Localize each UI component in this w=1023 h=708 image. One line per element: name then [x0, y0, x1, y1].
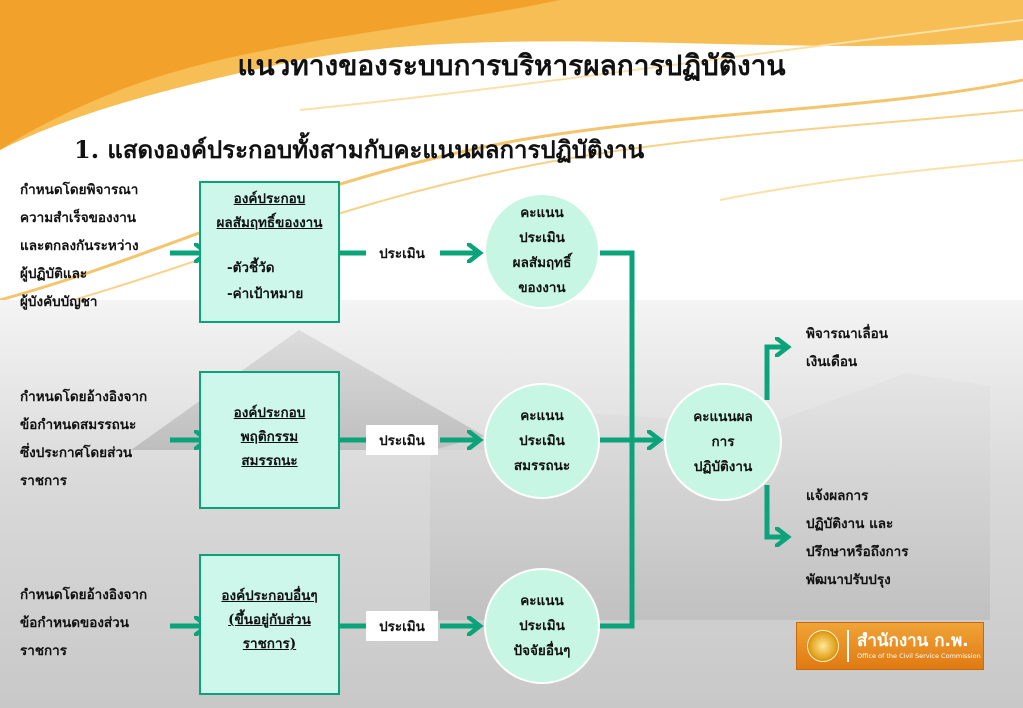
logo-main-text: สำนักงาน ก.พ.: [857, 631, 969, 651]
component-box-competency: องค์ประกอบ พฤติกรรม สมรรถนะ: [199, 371, 340, 509]
outcome-line: ปฏิบัติงาน และ: [806, 516, 894, 532]
circle-line: การ: [711, 433, 735, 450]
row-1-desc-line: และตกลงกันระหว่าง: [20, 238, 139, 254]
row-2-description: กำหนดโดยอ้างอิงจาก ข้อกำหนดสมรรถนะ ซึ่งป…: [20, 383, 170, 495]
circle-line: คะแนน: [520, 205, 564, 221]
score-circle-competency: คะแนน ประเมิน สมรรถนะ: [484, 383, 600, 499]
row-2-desc-line: ซึ่งประกาศโดยส่วน: [20, 445, 133, 461]
circle-line: ประเมิน: [519, 617, 565, 634]
row-3-desc-line: ราชการ: [20, 643, 67, 659]
outcome-line: เงินเดือน: [806, 354, 858, 370]
evaluate-label-1: ประเมิน: [366, 238, 438, 268]
circle-line: สมรรถนะ: [513, 457, 571, 474]
row-1-desc-line: ความสำเร็จของงาน: [20, 210, 137, 226]
evaluate-label-2: ประเมิน: [366, 425, 438, 455]
box-heading-line: ผลสัมฤทธิ์ของงาน: [216, 215, 323, 231]
final-score-circle: คะแนนผล การ ปฏิบัติงาน: [664, 383, 782, 501]
box-heading-line: (ขึ้นอยู่กับส่วน: [228, 612, 311, 628]
row-1-desc-line: กำหนดโดยพิจารณา: [20, 182, 139, 198]
row-3-desc-line: กำหนดโดยอ้างอิงจาก: [20, 587, 148, 603]
component-box-other: องค์ประกอบอื่นๆ (ขึ้นอยู่กับส่วน ราชการ): [199, 554, 340, 695]
logo-text: สำนักงาน ก.พ. Office of the Civil Servic…: [857, 631, 981, 661]
outcome-line: พิจารณาเลื่อน: [806, 326, 888, 342]
box-item: -ค่าเป้าหมาย: [227, 286, 304, 302]
component-box-achievement: องค์ประกอบ ผลสัมฤทธิ์ของงาน -ตัวชี้วัด -…: [199, 181, 340, 323]
row-1-description: กำหนดโดยพิจารณา ความสำเร็จของงาน และตกลง…: [20, 176, 170, 316]
box-item: -ตัวชี้วัด: [227, 260, 275, 276]
circle-line: คะแนน: [520, 407, 564, 424]
logo-divider: [847, 630, 849, 662]
circle-line: ประเมิน: [519, 230, 565, 246]
outcome-arrow-top: [764, 347, 786, 400]
row-1-desc-line: ผู้บังคับบัญชา: [20, 294, 98, 310]
row-2-desc-line: ข้อกำหนดสมรรถนะ: [20, 417, 137, 433]
circle-line: คะแนนผล: [693, 408, 753, 425]
section-heading: 1. แสดงองค์ประกอบทั้งสามกับคะแนนผลการปฏิ…: [74, 135, 645, 164]
outcome-arrow-bottom: [764, 485, 786, 537]
circle-line: ผลสัมฤทธิ์: [512, 255, 572, 271]
circle-line: ปัจจัยอื่นๆ: [513, 642, 571, 659]
row-2-desc-line: ราชการ: [20, 473, 67, 489]
box-heading-line: ราชการ): [242, 636, 297, 652]
outcome-feedback: แจ้งผลการ ปฏิบัติงาน และ ปรึกษาหรือถึงกา…: [806, 482, 909, 594]
evaluate-label-3: ประเมิน: [366, 611, 438, 641]
circle-line: ปฏิบัติงาน: [693, 458, 753, 475]
box-heading-line: พฤติกรรม: [240, 429, 299, 445]
box-heading-line: องค์ประกอบ: [233, 191, 306, 207]
page-title: แนวทางของระบบการบริหารผลการปฏิบัติงาน: [237, 49, 786, 82]
circle-line: คะแนน: [520, 592, 564, 609]
row-1-desc-line: ผู้ปฏิบัติและ: [20, 266, 88, 282]
box-heading-line: องค์ประกอบ: [233, 405, 306, 421]
ocsc-logo: สำนักงาน ก.พ. Office of the Civil Servic…: [796, 622, 984, 670]
circle-line: ประเมิน: [519, 432, 565, 449]
circle-line: ของงาน: [518, 280, 566, 296]
box-heading-line: สมรรถนะ: [241, 453, 298, 469]
outcome-line: พัฒนาปรับปรุง: [806, 572, 891, 588]
outcome-line: ปรึกษาหรือถึงการ: [806, 544, 909, 560]
score-circle-other: คะแนน ประเมิน ปัจจัยอื่นๆ: [484, 568, 600, 684]
row-2-desc-line: กำหนดโดยอ้างอิงจาก: [20, 389, 148, 405]
seal-icon: [807, 630, 839, 662]
row-3-description: กำหนดโดยอ้างอิงจาก ข้อกำหนดของส่วน ราชกา…: [20, 581, 170, 665]
box-heading-line: องค์ประกอบอื่นๆ: [221, 588, 318, 604]
outcome-salary: พิจารณาเลื่อน เงินเดือน: [806, 320, 888, 376]
score-circle-achievement: คะแนน ประเมิน ผลสัมฤทธิ์ ของงาน: [484, 193, 600, 309]
row-3-desc-line: ข้อกำหนดของส่วน: [20, 615, 129, 631]
logo-sub-text: Office of the Civil Service Commission: [857, 652, 981, 660]
outcome-line: แจ้งผลการ: [806, 488, 869, 504]
